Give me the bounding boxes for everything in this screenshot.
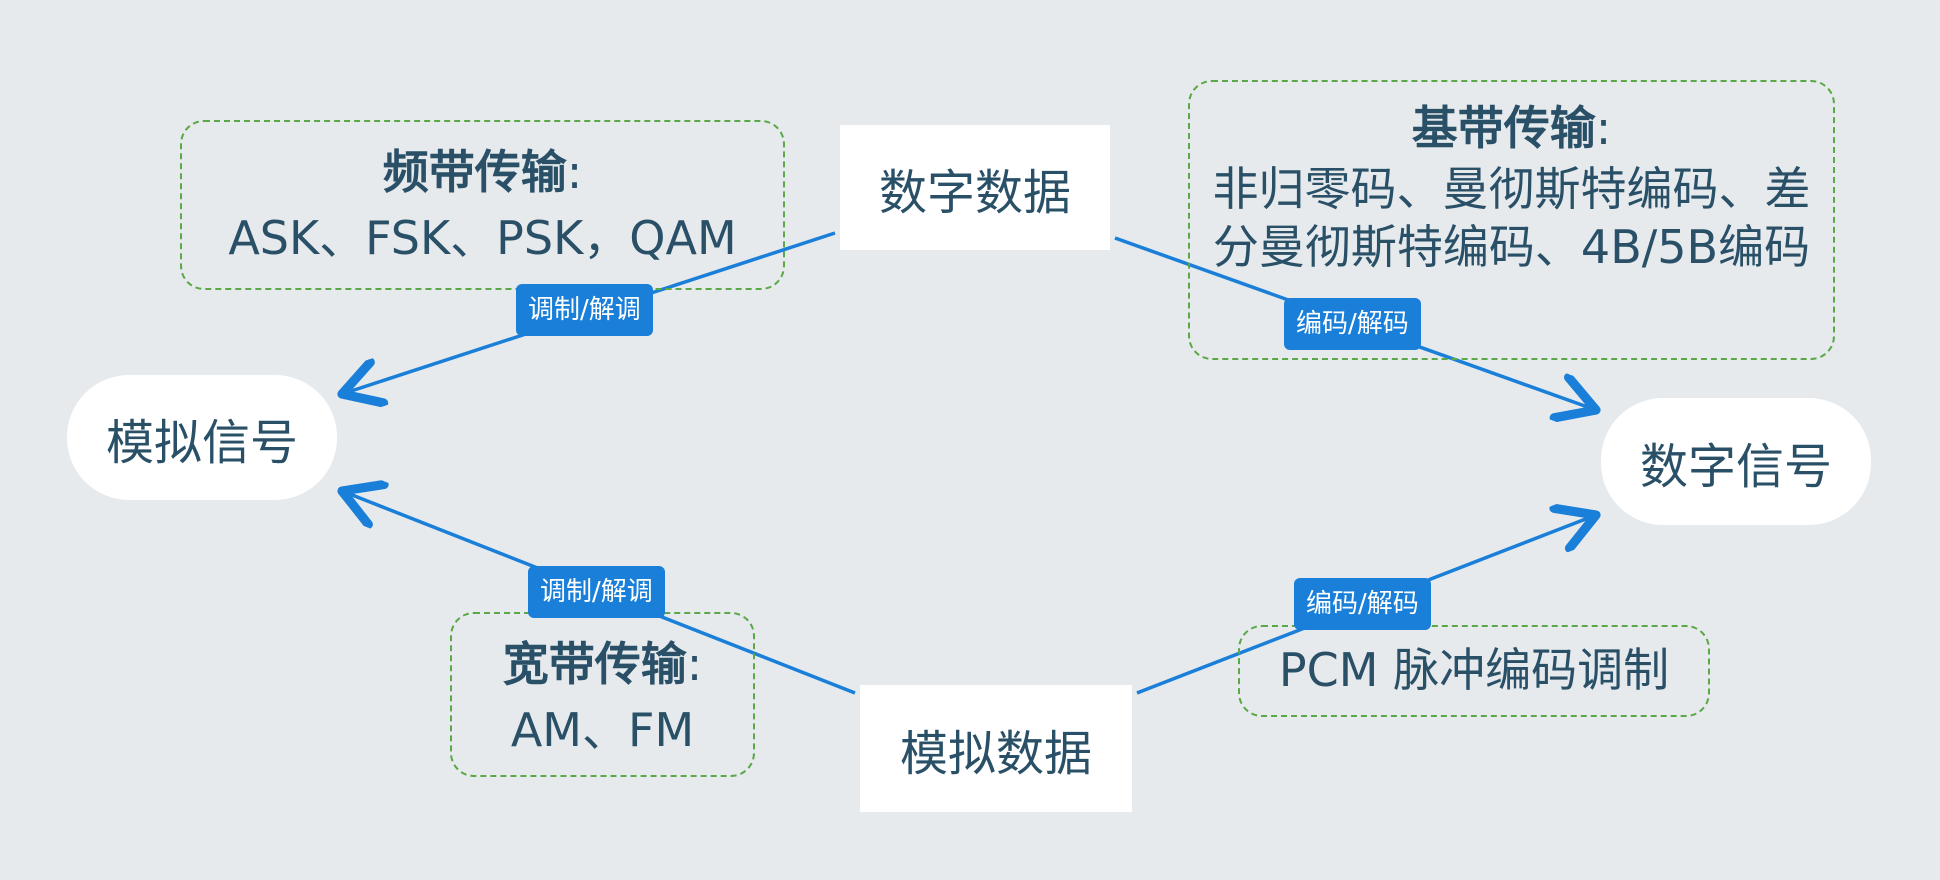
baseband-title-row: 基带传输: (1202, 100, 1821, 158)
edge-label-encoding-bottom[interactable]: 编码/解码 (1294, 578, 1431, 630)
pcm-method: PCM 脉冲编码调制 (1278, 643, 1670, 698)
edge-label-modulation-bottom[interactable]: 调制/解调 (528, 566, 665, 618)
analog-data-node[interactable]: 模拟数据 (860, 685, 1132, 812)
digital-data-label: 数字数据 (878, 164, 1071, 221)
passband-callout: 频带传输: ASK、FSK、PSK，QAM (180, 120, 785, 290)
broadband-callout: 宽带传输: AM、FM (450, 612, 755, 777)
baseband-colon: : (1595, 101, 1612, 155)
digital-signal-label: 数字信号 (1639, 438, 1832, 495)
digital-data-node[interactable]: 数字数据 (840, 125, 1110, 250)
broadband-title-row: 宽带传输: (452, 636, 753, 694)
analog-signal-label: 模拟信号 (105, 414, 298, 471)
pcm-callout: PCM 脉冲编码调制 (1238, 625, 1710, 717)
baseband-callout: 基带传输: 非归零码、曼彻斯特编码、差分曼彻斯特编码、4B/5B编码 (1188, 80, 1835, 360)
digital-signal-node[interactable]: 数字信号 (1601, 398, 1871, 525)
baseband-title: 基带传输 (1411, 101, 1596, 155)
edge-label-encoding-top[interactable]: 编码/解码 (1284, 298, 1421, 350)
edge-label-modulation-top[interactable]: 调制/解调 (516, 284, 653, 336)
broadband-methods: AM、FM (510, 702, 695, 757)
baseband-methods: 非归零码、曼彻斯特编码、差分曼彻斯特编码、4B/5B编码 (1212, 161, 1811, 274)
broadband-colon: : (686, 637, 703, 691)
passband-title: 频带传输 (382, 145, 567, 199)
analog-signal-node[interactable]: 模拟信号 (67, 375, 337, 500)
passband-colon: : (566, 145, 583, 199)
passband-methods: ASK、FSK、PSK，QAM (228, 210, 737, 265)
broadband-title: 宽带传输 (502, 637, 687, 691)
analog-data-label: 模拟数据 (899, 725, 1092, 782)
passband-title-row: 频带传输: (182, 144, 783, 202)
